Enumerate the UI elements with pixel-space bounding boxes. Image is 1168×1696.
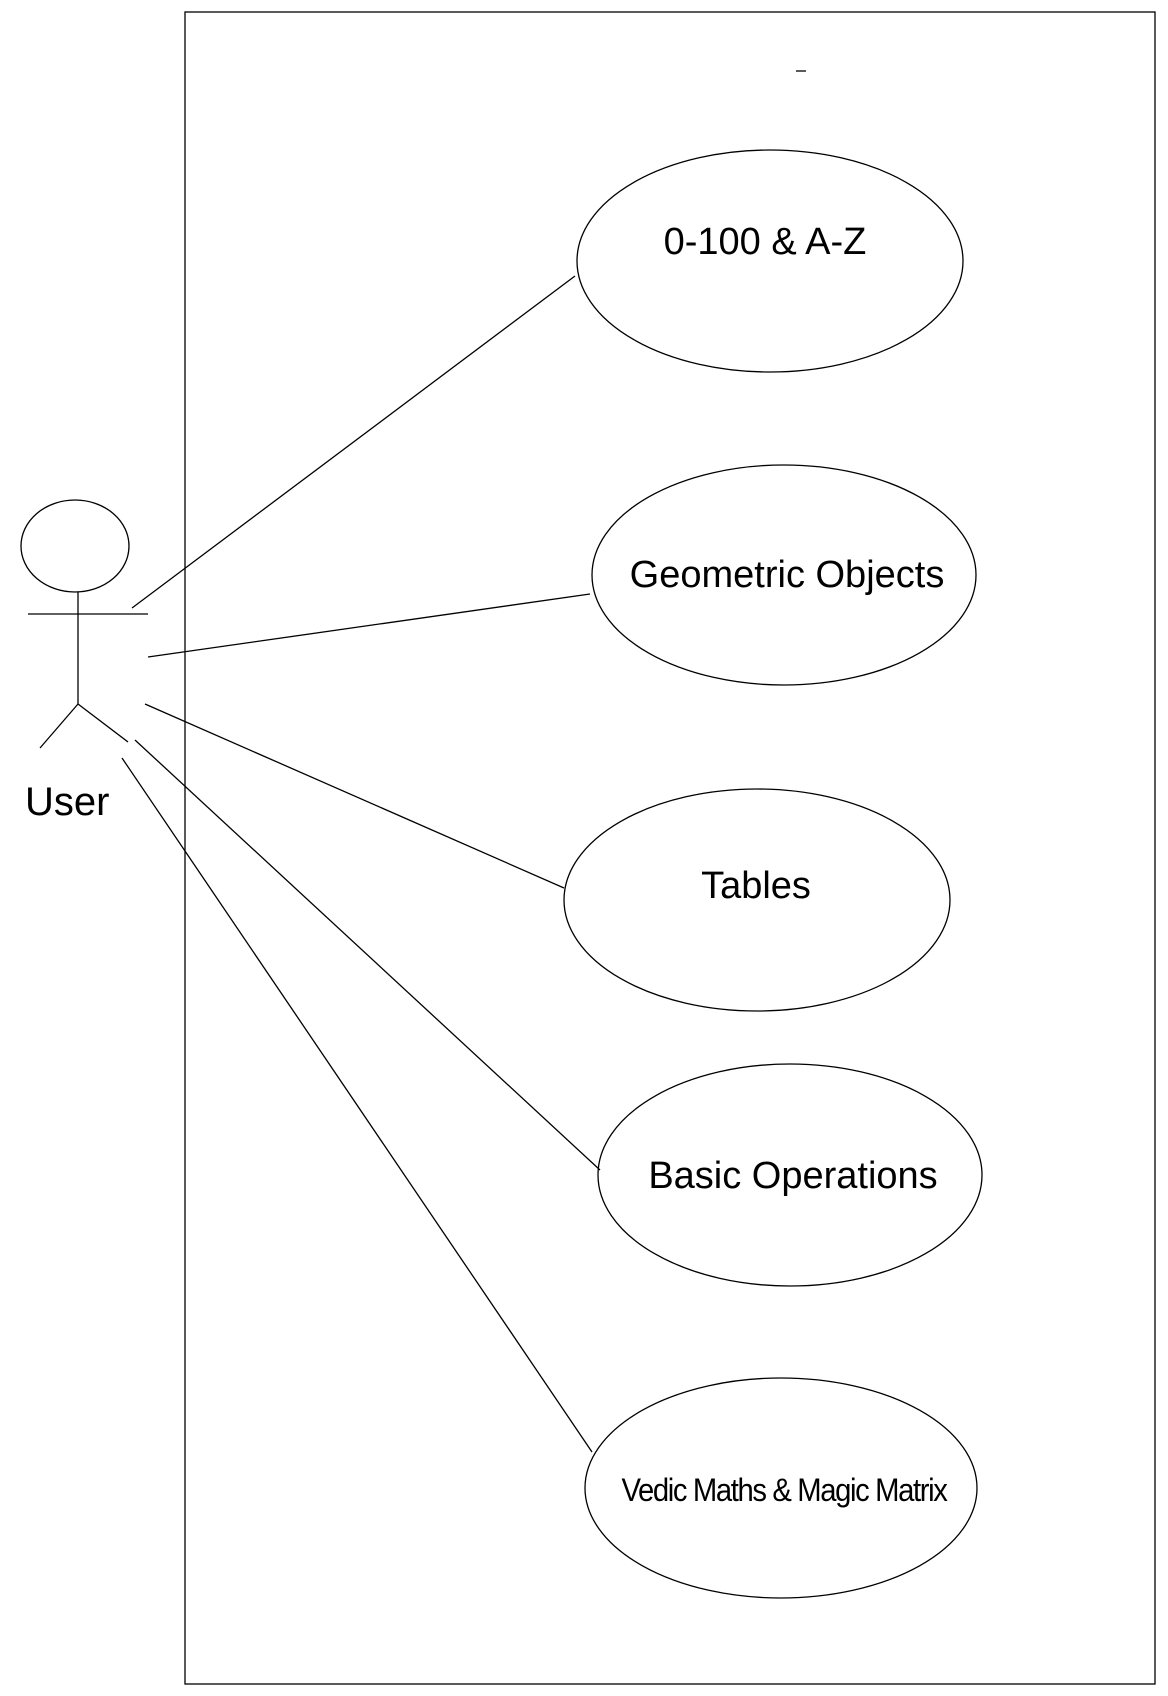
use-case-tables: Tables	[563, 788, 951, 1012]
use-case-label: Tables	[701, 865, 811, 907]
stick-figure-icon	[20, 499, 148, 749]
association-line	[134, 739, 601, 1171]
use-case-counting: 0-100 & A-Z	[576, 149, 964, 373]
association-line	[121, 757, 593, 1453]
actor-user: User	[20, 499, 148, 824]
use-case-operations: Basic Operations	[597, 1063, 983, 1287]
use-case-label: Basic Operations	[648, 1155, 937, 1197]
association-line	[144, 703, 565, 889]
associations	[121, 275, 601, 1453]
use-case-label: Geometric Objects	[630, 554, 945, 596]
use-case-label: Vedic Maths & Magic Matrix	[622, 1472, 948, 1508]
use-case-label: 0-100 & A-Z	[664, 221, 867, 263]
association-line	[147, 593, 591, 658]
actor-label: User	[25, 780, 109, 824]
use-case-vedic: Vedic Maths & Magic Matrix	[584, 1377, 978, 1599]
system-boundary	[184, 11, 1156, 1685]
association-line	[131, 275, 576, 609]
use-case-geometry: Geometric Objects	[591, 464, 977, 686]
